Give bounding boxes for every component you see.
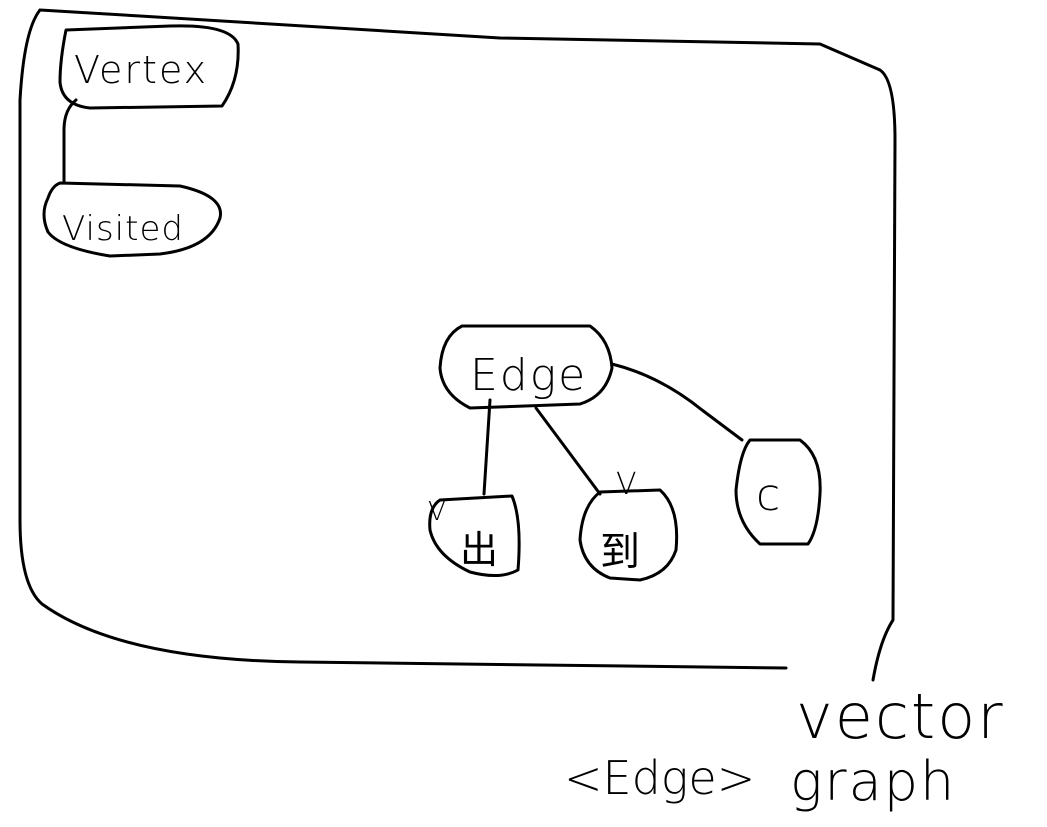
edge-node-label: Edge: [470, 350, 587, 401]
vertex-node-label: Vertex: [74, 48, 208, 92]
child-c-node-label: c: [756, 470, 780, 521]
vertex-visited-connector: [62, 98, 78, 184]
vertex-node-shape: [58, 24, 240, 110]
child-u-node-label: 出: [460, 528, 498, 572]
outer-container-outline: [18, 8, 897, 682]
child-c-node-shape: [734, 438, 822, 546]
child-v-node-shape: [578, 488, 679, 582]
visited-node-label: Visited: [62, 209, 184, 249]
vector-annotation: vector: [796, 680, 1005, 753]
edge-node-shape: [438, 324, 614, 410]
child-v-mark: V: [616, 467, 637, 502]
edge-to-v-connector: [534, 406, 602, 496]
edge-to-u-connector: [482, 398, 492, 496]
graph-annotation: graph: [790, 750, 956, 813]
edge-type-annotation: <Edge>: [564, 751, 755, 805]
edge-to-c-connector: [610, 362, 744, 442]
child-u-node-shape: [428, 494, 521, 577]
child-u-mark: V: [428, 497, 446, 527]
visited-node-shape: [42, 181, 222, 258]
child-v-node-label: 到: [600, 529, 640, 575]
